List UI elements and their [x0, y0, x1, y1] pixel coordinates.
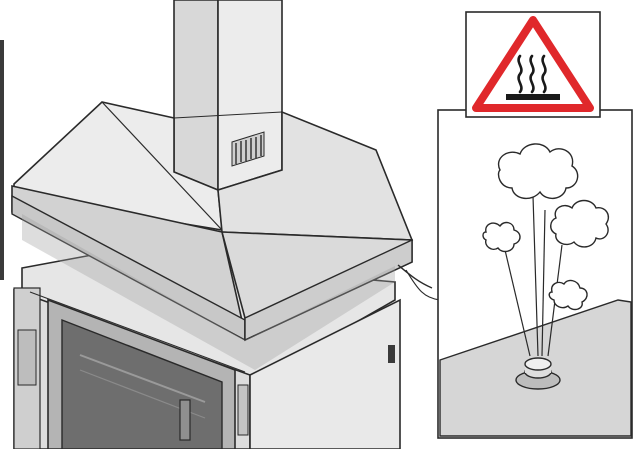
oven-door-handle	[179, 399, 191, 441]
hot-surface-icon	[517, 54, 547, 94]
detail-callout	[437, 109, 633, 439]
warning-triangle-icon	[472, 16, 594, 112]
oven-control-slot	[17, 329, 37, 386]
hood-ridge	[101, 101, 223, 231]
steam-cloud-bottom	[548, 279, 588, 311]
left-edge-strip	[0, 40, 4, 280]
steam-vent-icon	[515, 357, 561, 390]
oven-side	[249, 298, 401, 449]
steam-cloud-left	[482, 221, 521, 253]
hood-rim-right-face	[244, 238, 413, 342]
oven-top-edge	[29, 291, 246, 373]
hood-underside	[22, 214, 395, 370]
hood-chimney-side	[217, 0, 283, 192]
hot-surface-plate	[506, 94, 560, 100]
steam-cloud-right	[550, 199, 610, 248]
callout-connector	[397, 264, 433, 289]
extraction-hood	[11, 0, 414, 370]
oven	[13, 254, 401, 449]
steam-cloud-top	[497, 143, 579, 199]
oven-side-vent	[388, 345, 395, 363]
hood-chimney-vent	[231, 131, 265, 167]
hot-surface-warning-sign	[465, 11, 601, 118]
oven-hinge	[237, 384, 249, 436]
oven-glass-reflection	[79, 354, 206, 403]
callout-connector-2	[405, 269, 441, 301]
hood-chimney-front	[173, 0, 219, 192]
hood-back-ridge	[173, 111, 283, 119]
